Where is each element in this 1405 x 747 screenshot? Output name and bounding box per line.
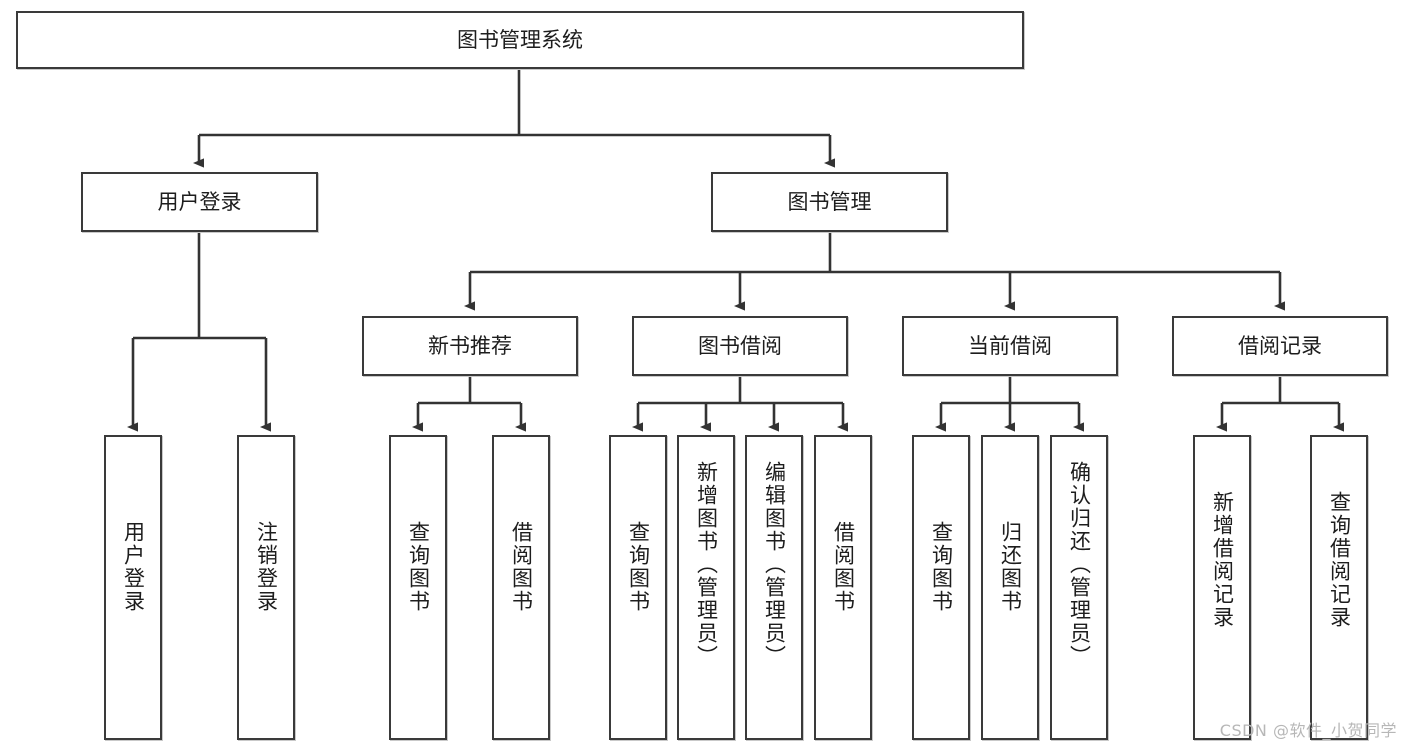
leaf-current-borrow-1[interactable]: 归还图书 <box>981 435 1039 740</box>
leaf-borrow-record-0[interactable]: 新增借阅记录 <box>1193 435 1251 740</box>
leaf-book-borrow-1[interactable]: 新增图书（管理员） <box>677 435 735 740</box>
leaf-new-book-recommend-1[interactable]: 借阅图书 <box>492 435 550 740</box>
node-label: 用户登录 <box>121 521 146 613</box>
leaf-book-borrow-2[interactable]: 编辑图书（管理员） <box>745 435 803 740</box>
node-label: 查询图书 <box>929 521 954 613</box>
node-label: 新增借阅记录 <box>1210 491 1235 629</box>
node-label: 查询借阅记录 <box>1327 491 1352 629</box>
node-label: 编辑图书（管理员） <box>762 461 787 668</box>
node-label: 确认归还（管理员） <box>1067 461 1092 668</box>
leaf-current-borrow-2[interactable]: 确认归还（管理员） <box>1050 435 1108 740</box>
leaf-user-login-1[interactable]: 注销登录 <box>237 435 295 740</box>
leaf-borrow-record-1[interactable]: 查询借阅记录 <box>1310 435 1368 740</box>
node-label: 当前借阅 <box>968 333 1052 358</box>
csdn-watermark: CSDN @软件_小贺同学 <box>1219 721 1397 740</box>
leaf-book-borrow-3[interactable]: 借阅图书 <box>814 435 872 740</box>
leaf-current-borrow-0[interactable]: 查询图书 <box>912 435 970 740</box>
node-label: 用户登录 <box>157 189 242 214</box>
node-book-borrow[interactable]: 图书借阅 <box>632 316 848 376</box>
node-user-login[interactable]: 用户登录 <box>81 172 318 232</box>
leaf-new-book-recommend-0[interactable]: 查询图书 <box>389 435 447 740</box>
node-root-book-management-system[interactable]: 图书管理系统 <box>16 11 1024 69</box>
node-label: 图书管理系统 <box>457 27 583 52</box>
node-label: 查询图书 <box>626 521 651 613</box>
node-label: 新书推荐 <box>428 333 512 358</box>
node-current-borrow[interactable]: 当前借阅 <box>902 316 1118 376</box>
leaf-user-login-0[interactable]: 用户登录 <box>104 435 162 740</box>
node-label: 注销登录 <box>254 521 279 613</box>
node-label: 归还图书 <box>998 521 1023 613</box>
node-label: 新增图书（管理员） <box>694 461 719 668</box>
node-new-book-recommend[interactable]: 新书推荐 <box>362 316 578 376</box>
node-label: 图书管理 <box>787 189 872 214</box>
node-label: 借阅图书 <box>831 521 856 613</box>
node-label: 借阅记录 <box>1238 333 1322 358</box>
leaf-book-borrow-0[interactable]: 查询图书 <box>609 435 667 740</box>
node-label: 查询图书 <box>406 521 431 613</box>
node-borrow-record[interactable]: 借阅记录 <box>1172 316 1388 376</box>
node-book-management[interactable]: 图书管理 <box>711 172 948 232</box>
node-label: 图书借阅 <box>698 333 782 358</box>
node-label: 借阅图书 <box>509 521 534 613</box>
